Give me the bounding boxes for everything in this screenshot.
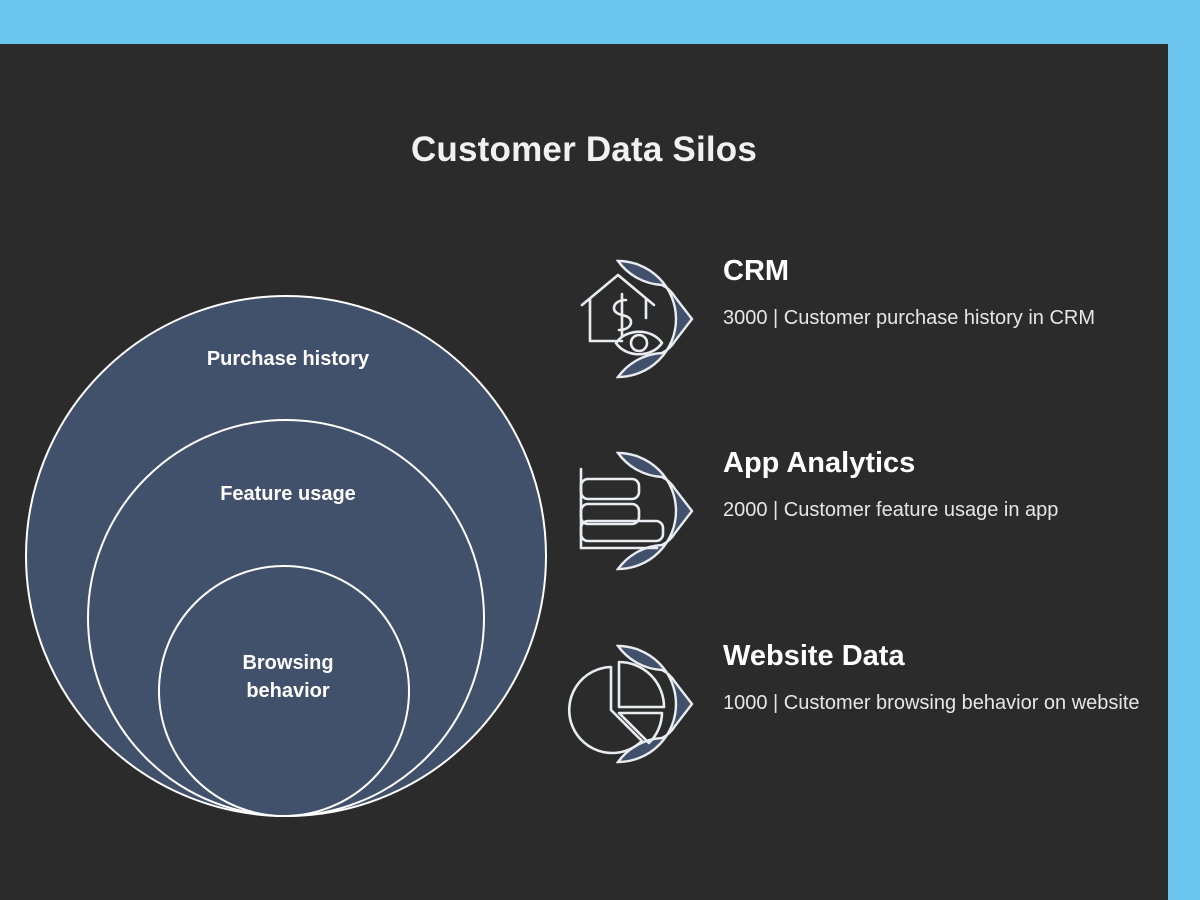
item-description: 1000 | Customer browsing behavior on web… [723,692,1140,714]
list-item[interactable]: CRM 3000 | Customer purchase history in … [556,254,1156,424]
pie-chart-icon[interactable] [556,639,696,769]
bar-chart-icon-svg [579,451,694,571]
page-title: Customer Data Silos [410,130,758,169]
item-title: App Analytics [723,447,916,479]
badge-bubble-shape [615,644,694,764]
pie-small-slice [617,711,664,745]
badge-bubble-shape [615,451,694,571]
eye-outline [614,330,664,356]
house-left-wall [588,297,624,343]
house-dollar-eye-icon-svg [580,259,694,379]
item-title: Website Data [723,640,905,672]
eye-pupil [629,333,649,353]
bar-2 [579,502,641,526]
chart-axis [579,467,659,550]
badge-bubble-shape [615,259,694,379]
nested-circles-svg [25,295,547,817]
accent-bar-right [1168,0,1200,900]
circle-inner-browsing-behavior[interactable] [158,565,410,817]
bar-1 [579,477,641,501]
list-item-text: Website Data 1000 | Customer browsing be… [723,639,1143,718]
list-item[interactable]: Website Data 1000 | Customer browsing be… [556,639,1156,809]
list-item[interactable]: App Analytics 2000 | Customer feature us… [556,446,1156,616]
list-item-text: App Analytics 2000 | Customer feature us… [723,446,1143,525]
house-dollar-eye-icon[interactable] [556,254,696,384]
house-roof [580,273,656,307]
slide-canvas: Customer Data Silos Purchase history Fea… [0,44,1168,900]
nested-circles-diagram: Purchase history Feature usage Browsing … [18,244,558,834]
pie-main-slice [567,665,644,755]
bar-3 [579,519,665,543]
item-title: CRM [723,255,790,287]
list-item-text: CRM 3000 | Customer purchase history in … [723,254,1143,333]
item-description: 3000 | Customer purchase history in CRM [723,307,1096,329]
pie-quarter-slice [617,660,666,709]
accent-bar-top [0,0,1200,44]
item-description: 2000 | Customer feature usage in app [723,499,1059,521]
bar-chart-icon[interactable] [556,446,696,576]
pie-chart-icon-svg [567,644,694,764]
